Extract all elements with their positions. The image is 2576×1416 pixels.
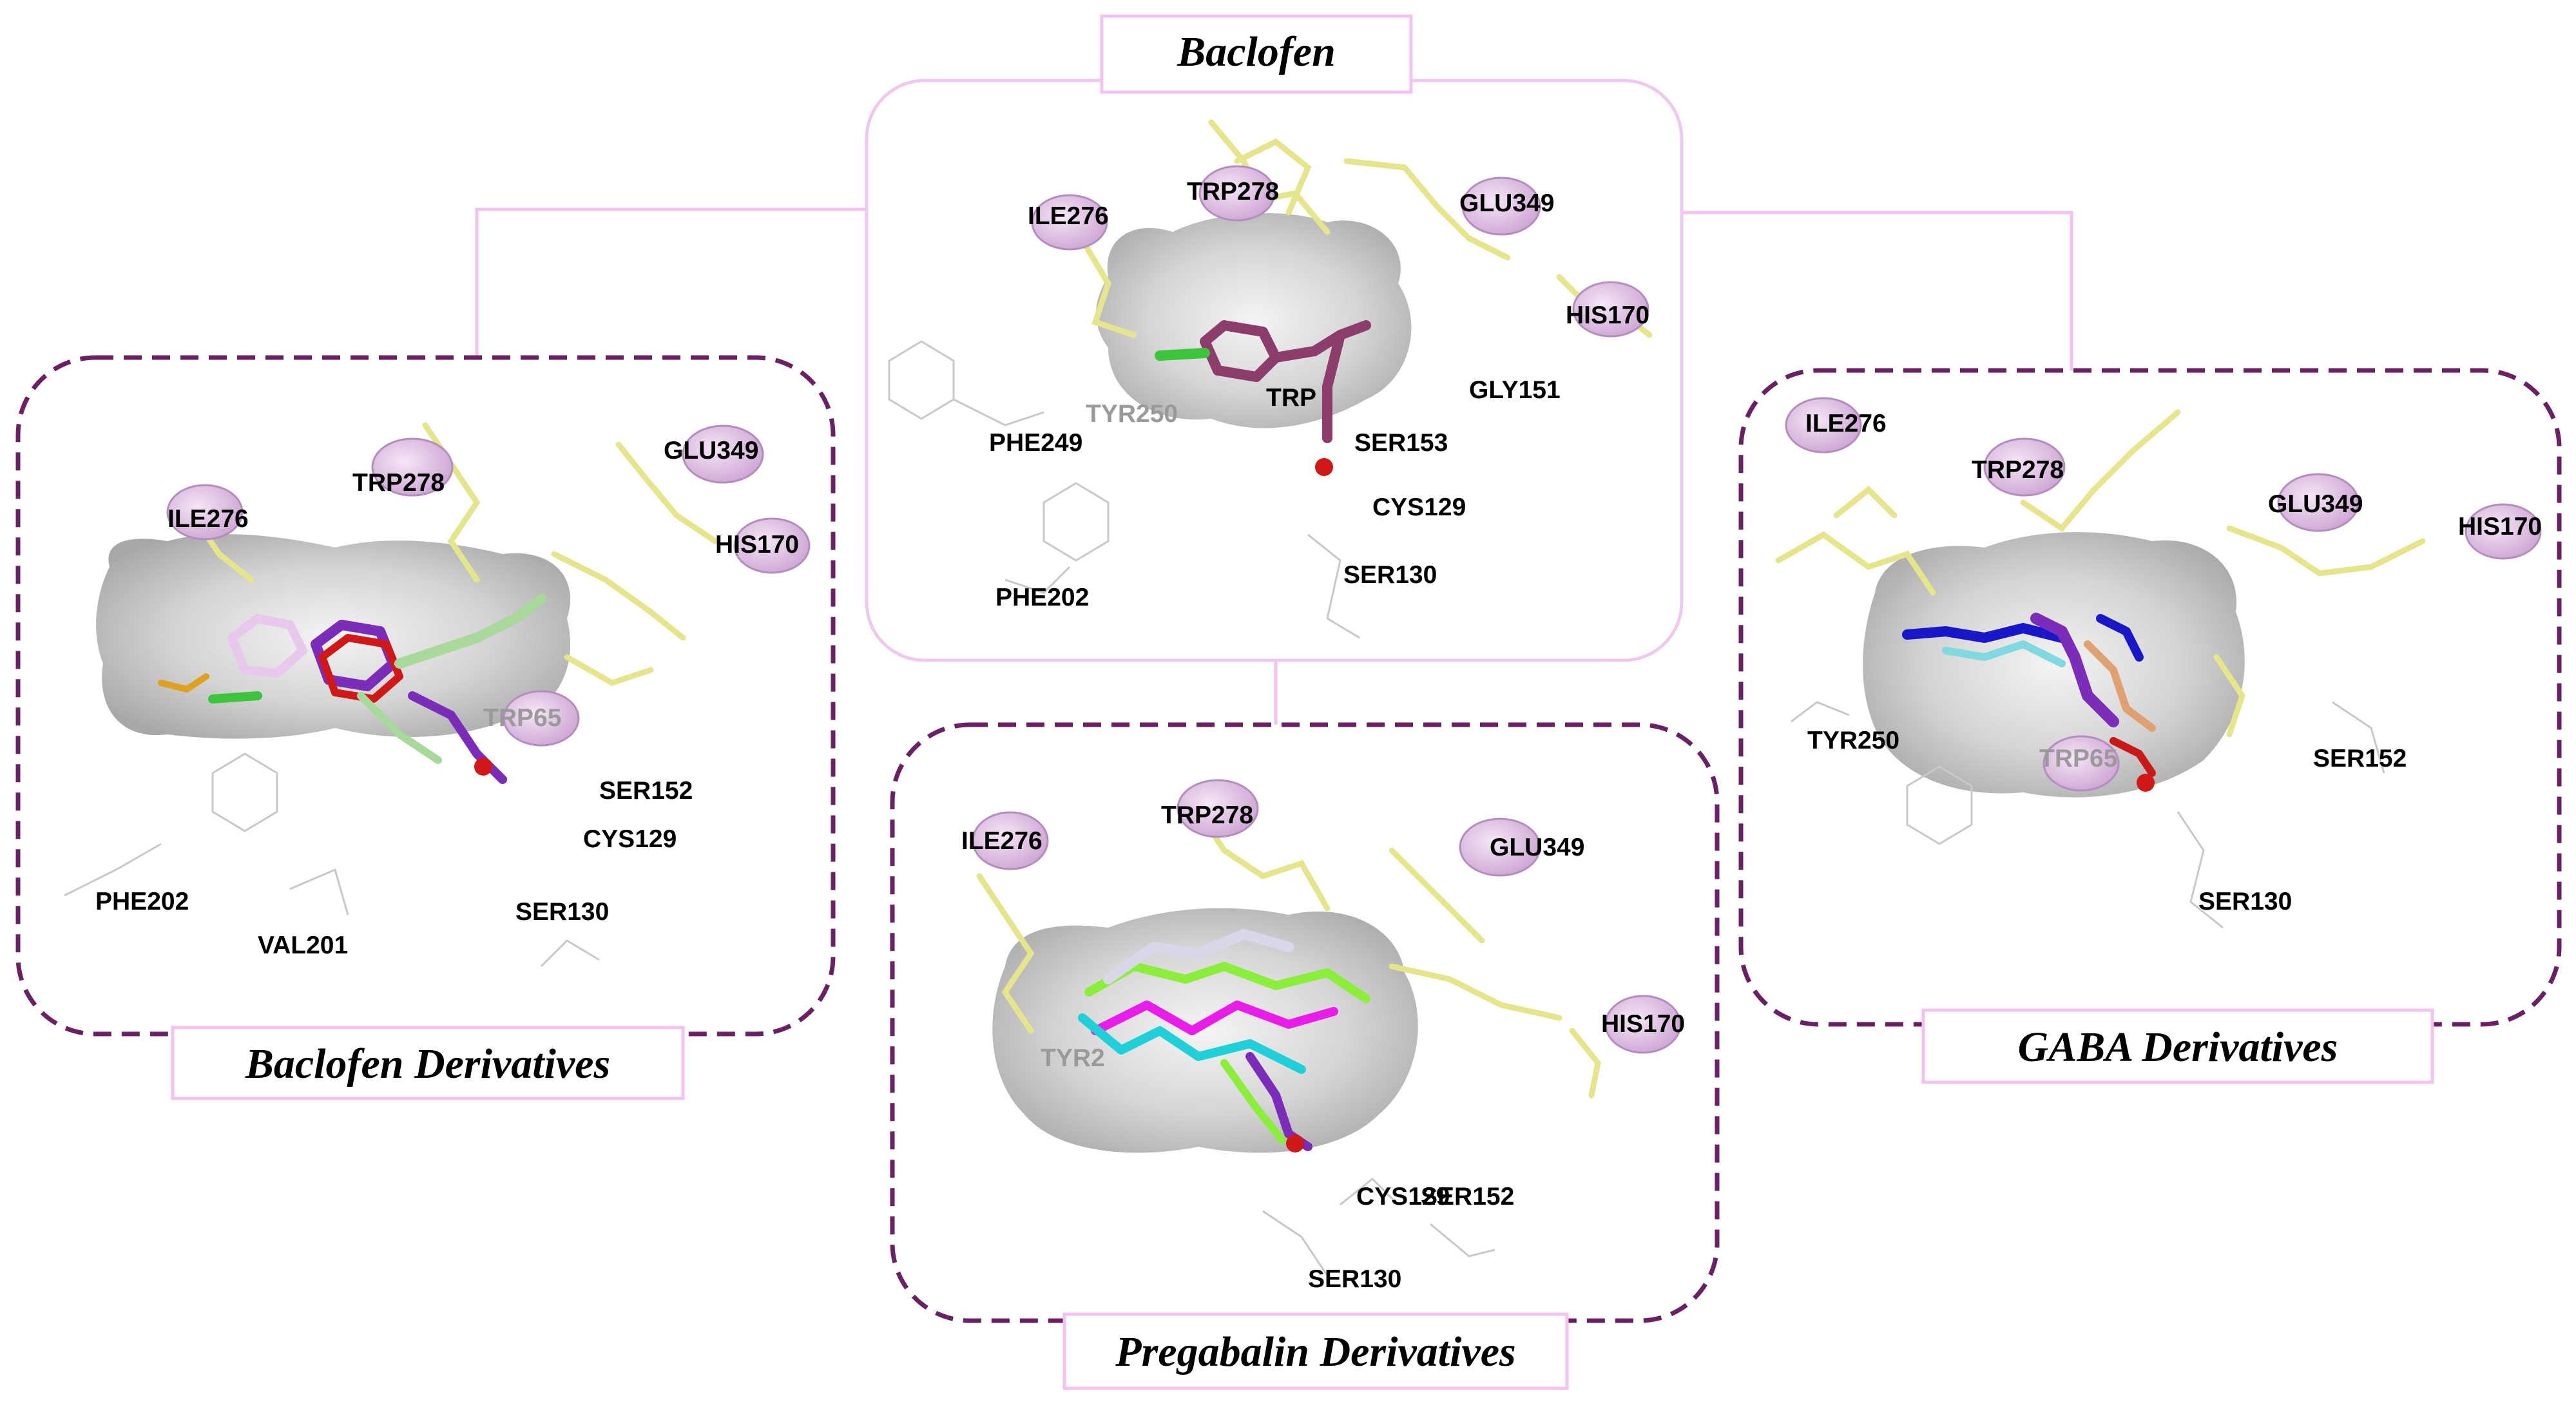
connector-left [475, 207, 867, 358]
residue-label: SER152 [599, 777, 693, 805]
residue-label: TRP [1266, 384, 1316, 412]
panel-baclofen-derivatives: Baclofen Derivatives [15, 355, 836, 1100]
ligand-overlay [158, 594, 546, 784]
title-box-pregabalin-derivatives [1062, 1312, 1569, 1390]
residue-label: TRP278 [1187, 178, 1279, 206]
residue-label: PHE202 [95, 888, 189, 915]
residue-label: TRP278 [1972, 456, 2064, 484]
residue-sticks [1775, 409, 2426, 738]
residue-label: TRP278 [1161, 801, 1253, 829]
residue-label: ILE276 [961, 827, 1043, 855]
residue-label: HIS170 [2458, 513, 2542, 541]
residue-label: TRP65 [483, 704, 561, 732]
residue-label: TYR250 [1086, 400, 1178, 428]
residue-label: PHE249 [989, 429, 1082, 457]
title-gaba-derivatives: GABA Derivatives [2018, 1024, 2338, 1071]
ligand-oxygen-marker [474, 758, 492, 776]
residue-label: CYS129 [1356, 1183, 1450, 1210]
residue-label: SER152 [2313, 745, 2407, 772]
residue-label: ILE276 [1028, 202, 1109, 230]
ligand-oxygen-marker [1286, 1134, 1304, 1153]
wire-residues [888, 340, 1360, 639]
residue-label: SER130 [515, 898, 609, 926]
residue-highlights [972, 779, 1682, 1054]
residue-highlights [1785, 397, 2542, 792]
title-baclofen: Baclofen [1177, 28, 1336, 75]
residue-label: GLU349 [2268, 490, 2363, 518]
residue-label: GLU349 [1459, 189, 1554, 217]
residue-label: HIS170 [715, 531, 799, 559]
panel-pregabalin-derivatives: Pregabalin Derivatives [890, 722, 1720, 1390]
residue-label: TYR2 [1041, 1044, 1105, 1072]
ligand-oxygen-marker [2137, 774, 2155, 792]
residue-label: SER130 [1308, 1265, 1401, 1293]
residue-label: SER152 [1421, 1183, 1514, 1210]
residue-label: TYR250 [1807, 727, 1899, 754]
residue-label: GLU349 [1490, 834, 1584, 861]
residue-highlights [1031, 165, 1649, 338]
wire-residues [1262, 1177, 1495, 1276]
residue-label: GLU349 [664, 437, 758, 464]
wire-residues [1791, 701, 2385, 929]
binding-surface [1863, 532, 2245, 798]
residue-label: CYS129 [583, 825, 677, 853]
binding-surface [992, 908, 1418, 1153]
ligand-overlay [1902, 613, 2156, 777]
title-box-baclofen-derivatives [171, 1026, 685, 1100]
residue-label: PHE202 [995, 584, 1089, 611]
ligand-overlay [1078, 929, 1370, 1151]
panel-baclofen: Baclofen [865, 14, 1684, 662]
residue-label: VAL201 [258, 932, 348, 959]
residue-label: ILE276 [168, 505, 249, 533]
residue-label: SER130 [1343, 561, 1437, 589]
panel-gaba-derivatives: GABA Derivatives [1738, 368, 2562, 1084]
residue-highlights [166, 425, 811, 747]
residue-label: CYS129 [1372, 493, 1466, 521]
connector-right [1682, 211, 2073, 374]
residue-label: TRP278 [352, 469, 445, 497]
residue-label: GLY151 [1469, 376, 1561, 404]
residue-label: SER153 [1354, 429, 1448, 457]
ligand-baclofen [1155, 320, 1371, 443]
title-baclofen-derivatives: Baclofen Derivatives [245, 1040, 610, 1087]
residue-label: HIS170 [1566, 301, 1649, 329]
residue-label: SER130 [2198, 888, 2292, 915]
residue-label: TRP65 [2039, 745, 2117, 772]
title-box-baclofen [1100, 14, 1413, 94]
residue-label: ILE276 [1805, 410, 1887, 437]
ligand-oxygen-marker [1315, 458, 1333, 476]
wire-residues [64, 752, 600, 968]
residue-label: HIS170 [1601, 1010, 1685, 1038]
title-pregabalin-derivatives: Pregabalin Derivatives [1115, 1328, 1515, 1375]
title-box-gaba-derivatives [1921, 1008, 2434, 1084]
